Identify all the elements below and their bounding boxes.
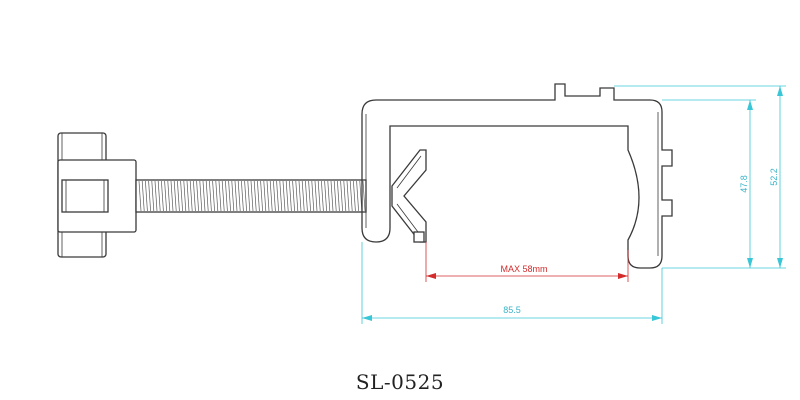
thread-line: [199, 180, 203, 212]
thread-line: [145, 180, 148, 212]
thread-line: [337, 180, 340, 212]
thread-line: [141, 180, 145, 212]
thread-line: [269, 180, 273, 212]
thread-line: [218, 180, 222, 212]
thread-line: [273, 180, 276, 212]
overall-width-label: 85.5: [503, 305, 521, 315]
thread-line: [362, 180, 366, 212]
thread-line: [221, 180, 225, 212]
thread-line: [151, 180, 155, 212]
thread-line: [289, 180, 292, 212]
thread-line: [314, 180, 318, 212]
thread-line: [157, 180, 161, 212]
thread-line: [321, 180, 324, 212]
thread-line: [276, 180, 279, 212]
inner-height-label: 47.8: [739, 175, 749, 193]
thread-line: [237, 180, 241, 212]
thread-line: [285, 180, 289, 212]
thread-line: [202, 180, 206, 212]
dimension-outer-height: 52.2: [614, 85, 786, 269]
thread-line: [301, 180, 305, 212]
thread-line: [311, 180, 315, 212]
thread-line: [164, 180, 167, 212]
thread-line: [317, 180, 321, 212]
thread-line: [209, 180, 212, 212]
knob-handle: [57, 132, 137, 258]
thread-lines: [138, 180, 366, 212]
thread-line: [205, 180, 209, 212]
dimension-overall-width: 85.5: [361, 242, 663, 324]
thread-line: [231, 180, 235, 212]
threaded-rod: [135, 179, 367, 213]
thread-line: [212, 180, 215, 212]
thread-line: [263, 180, 267, 212]
thread-line: [333, 180, 337, 212]
thread-line: [356, 180, 359, 212]
thread-line: [154, 180, 158, 212]
thread-line: [138, 180, 142, 212]
thread-line: [257, 180, 260, 212]
thread-line: [343, 180, 347, 212]
thread-line: [193, 180, 196, 212]
thread-line: [305, 180, 308, 212]
thread-line: [260, 180, 263, 212]
thread-line: [161, 180, 164, 212]
thread-line: [324, 180, 327, 212]
thread-line: [241, 180, 244, 212]
thread-line: [173, 180, 177, 212]
thread-line: [234, 180, 238, 212]
thread-line: [298, 180, 302, 212]
thread-line: [177, 180, 180, 212]
thread-line: [353, 180, 356, 212]
thread-line: [247, 180, 251, 212]
thread-line: [349, 180, 353, 212]
outer-height-label: 52.2: [769, 168, 779, 186]
thread-line: [292, 180, 295, 212]
thread-line: [167, 180, 171, 212]
thread-line: [196, 180, 199, 212]
thread-line: [330, 180, 334, 212]
thread-line: [215, 180, 219, 212]
thread-line: [266, 180, 270, 212]
thread-line: [228, 180, 231, 212]
thread-line: [250, 180, 254, 212]
thread-line: [244, 180, 247, 212]
thread-line: [189, 180, 193, 212]
thread-line: [295, 180, 299, 212]
thread-line: [308, 180, 311, 212]
thread-line: [148, 180, 151, 212]
thread-line: [225, 180, 228, 212]
thread-line: [340, 180, 343, 212]
thread-line: [282, 180, 286, 212]
pressure-pad: [391, 149, 427, 243]
model-code-caption: SL-0525: [355, 370, 445, 394]
max-opening-label: MAX 58mm: [500, 264, 547, 274]
thread-line: [180, 180, 183, 212]
thread-line: [327, 180, 331, 212]
thread-line: [183, 180, 187, 212]
dimension-inner-height: 47.8: [662, 99, 756, 268]
thread-line: [279, 180, 283, 212]
thread-line: [253, 180, 257, 212]
thread-line: [186, 180, 190, 212]
dimension-max-opening: MAX 58mm: [425, 242, 629, 282]
clamp-body: [361, 83, 673, 269]
thread-line: [346, 180, 350, 212]
thread-line: [170, 180, 174, 212]
